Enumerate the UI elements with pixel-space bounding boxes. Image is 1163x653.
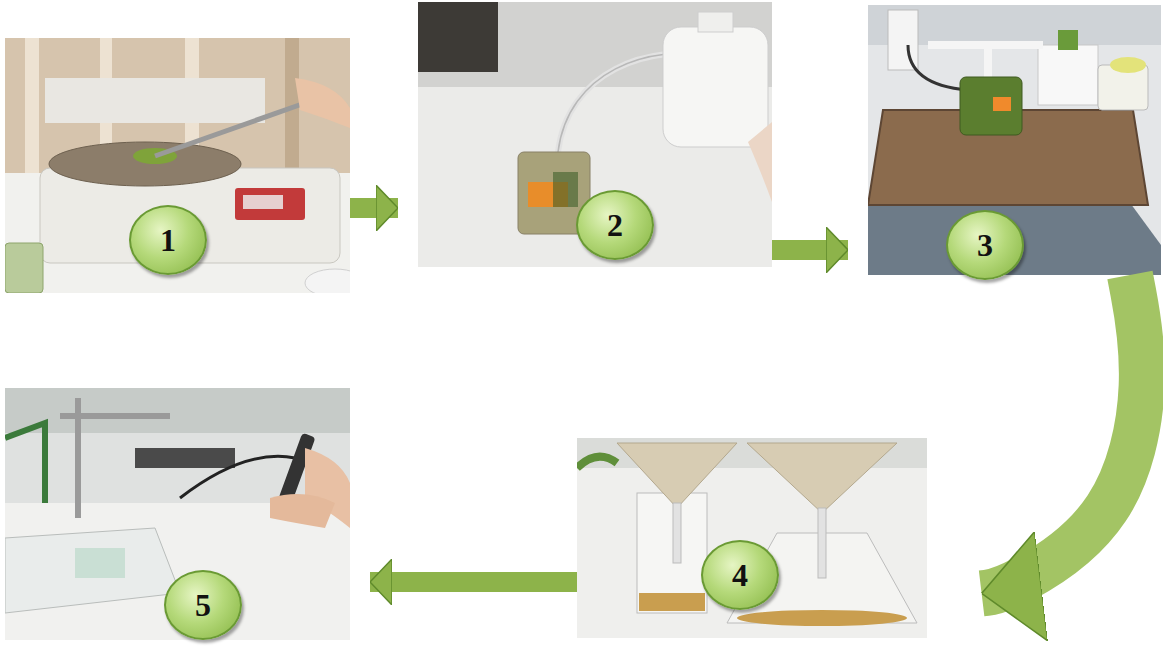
step-number: 5 [164, 570, 242, 640]
block-arrow [350, 198, 398, 218]
photo-panel: 5 [5, 388, 350, 640]
photo-solvent [418, 2, 772, 267]
photo-panel: 2 [418, 2, 772, 267]
step-number: 3 [946, 210, 1024, 280]
step-number: 1 [129, 205, 207, 275]
curved-arrow [982, 275, 1142, 593]
step-number: 2 [576, 190, 654, 260]
photo-filtration [577, 438, 927, 638]
photo-panel: 3 [868, 5, 1161, 275]
photo-weighing [5, 38, 350, 293]
block-arrow [370, 572, 577, 592]
photo-panel: 1 [5, 38, 350, 293]
block-arrow [772, 240, 848, 260]
photo-panel: 4 [577, 438, 927, 638]
photo-ph-meter [5, 388, 350, 640]
step-number: 4 [701, 540, 779, 610]
